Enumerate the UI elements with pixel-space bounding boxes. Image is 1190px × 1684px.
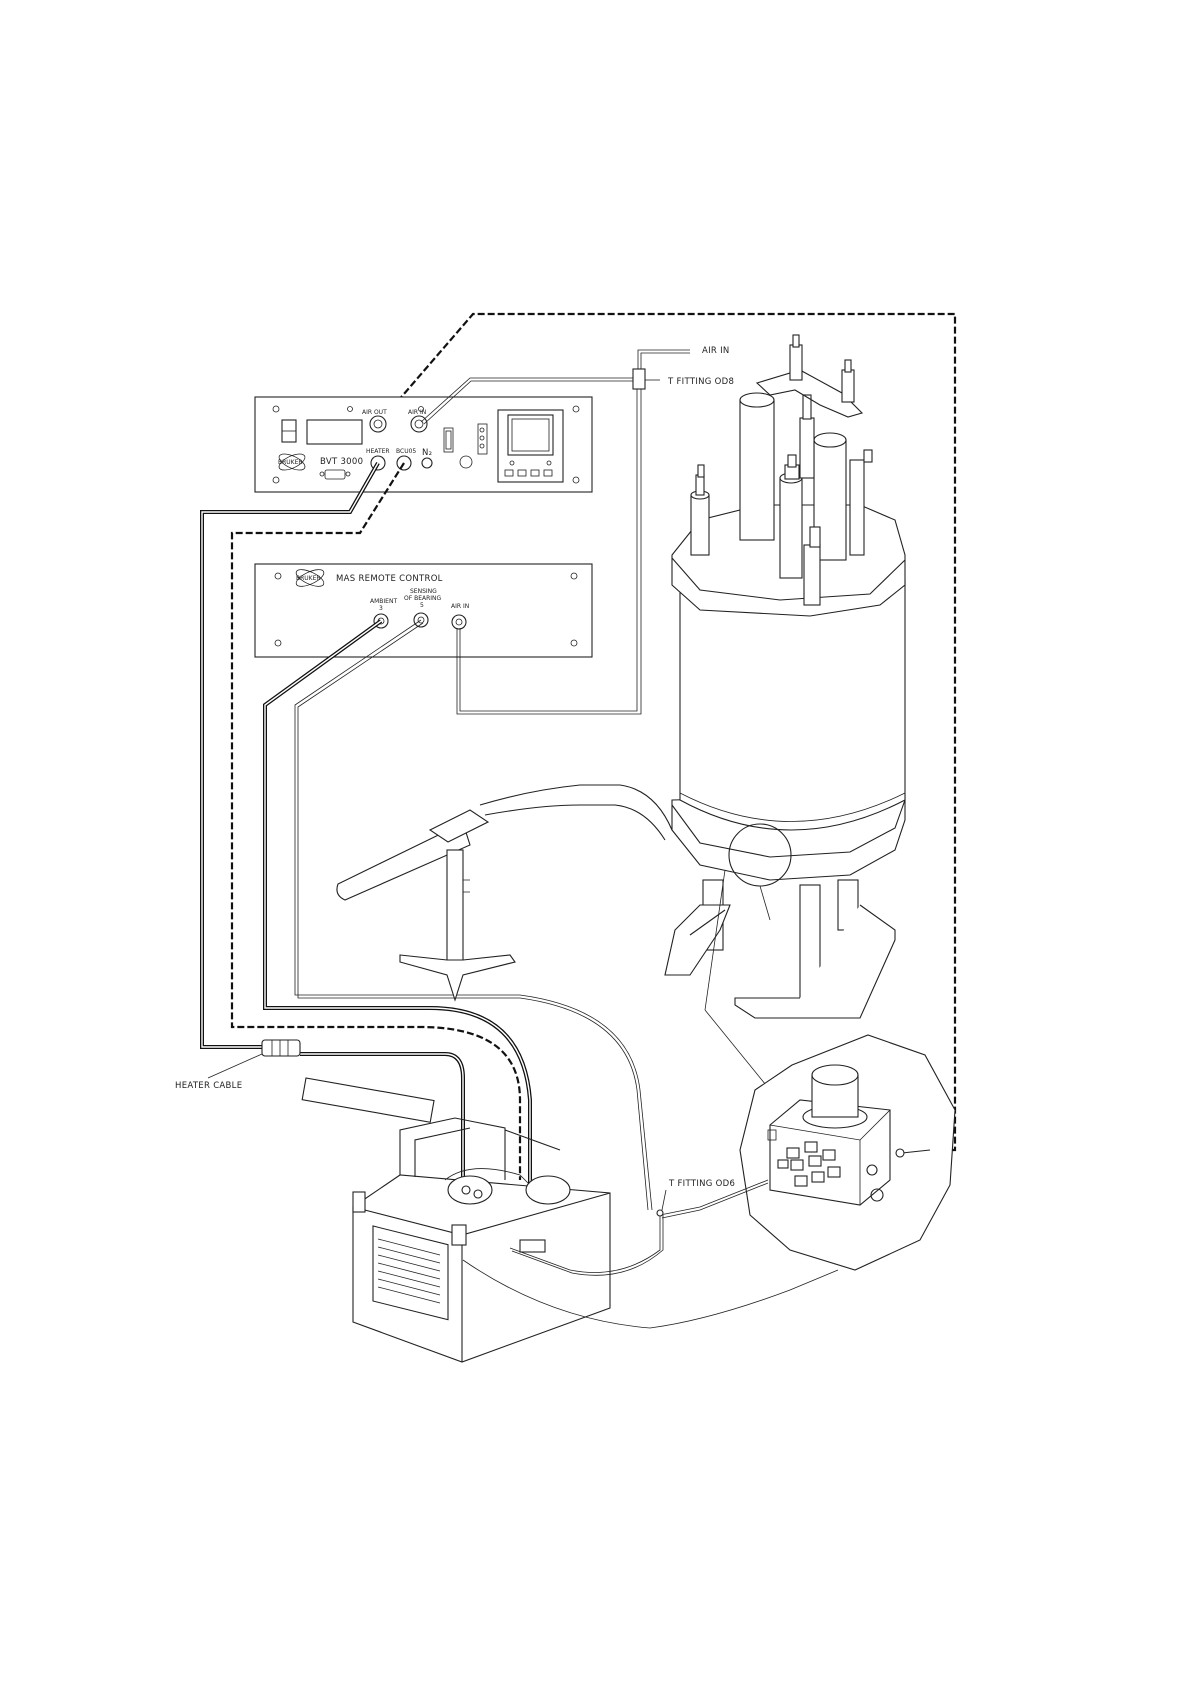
transfer-line-and-stand: [337, 785, 672, 1000]
svg-text:5: 5: [420, 602, 424, 609]
air-in-label-mas: AIR IN: [451, 603, 469, 610]
air-in-annotation: AIR IN: [702, 346, 730, 356]
ambient-label: AMBIENT: [370, 598, 397, 605]
bcu05-label: BCU05: [396, 448, 416, 455]
svg-text:BRUKER: BRUKER: [278, 459, 303, 466]
mas-remote-control-panel: BRUKER MAS REMOTE CONTROL AMBIENT 3 SENS…: [255, 564, 592, 657]
svg-text:OF BEARING: OF BEARING: [404, 595, 442, 602]
heat-exchanger-unit: [302, 1078, 610, 1362]
heater-cable-label: HEATER CABLE: [175, 1081, 242, 1091]
sensing-label: SENSING: [410, 588, 437, 595]
bvt-3000-panel: BRUKER BVT 3000 AIR OUT AIR IN HEATER BC…: [255, 397, 592, 492]
svg-text:BRUKER: BRUKER: [296, 575, 321, 582]
probe-detail: [740, 1035, 955, 1270]
nmr-magnet: [665, 335, 905, 1018]
t-fitting-od6-label: T FITTING OD6: [668, 1179, 735, 1189]
mas-title: MAS REMOTE CONTROL: [336, 574, 443, 584]
heater-label: HEATER: [366, 448, 390, 455]
heater-cable-connector: [262, 1040, 300, 1056]
t-fitting-od8-label: T FITTING OD8: [667, 377, 734, 387]
air-out-label: AIR OUT: [362, 409, 387, 416]
n2-label: N₂: [422, 448, 432, 458]
bvt-model-label: BVT 3000: [320, 457, 363, 467]
svg-text:3: 3: [379, 605, 383, 612]
air-in-label-bvt: AIR IN: [408, 409, 426, 416]
